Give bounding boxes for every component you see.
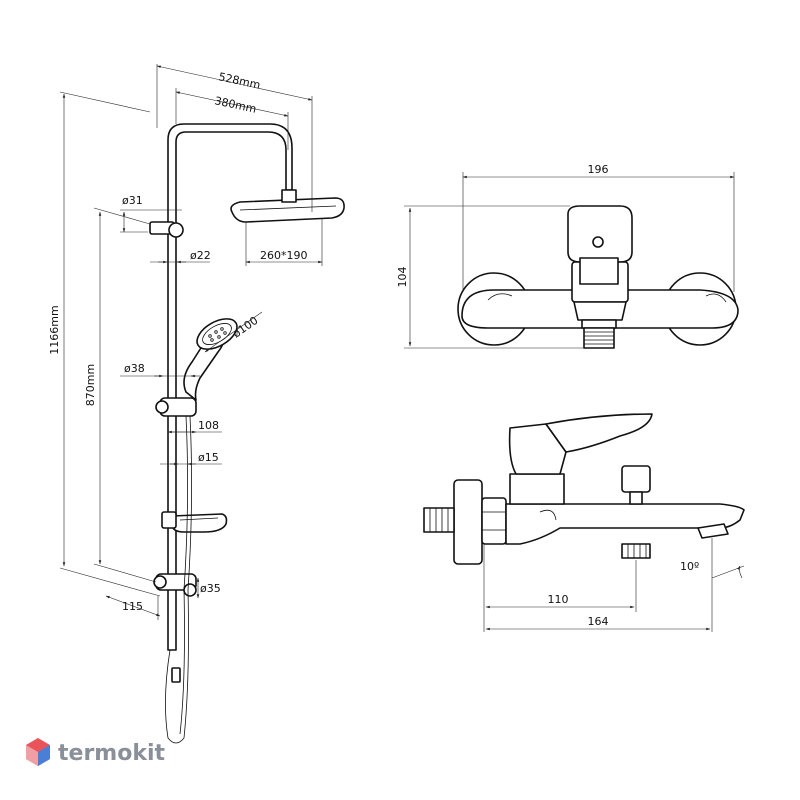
label-528mm: 528mm (217, 70, 261, 92)
label-10deg: 10º (680, 560, 699, 573)
label-d100: ø100 (230, 314, 260, 341)
label-870mm: 870mm (84, 364, 97, 406)
label-d22: ø22 (190, 249, 211, 262)
label-260x190: 260*190 (260, 249, 308, 262)
label-115: 115 (122, 600, 143, 613)
label-1166mm: 1166mm (48, 305, 61, 354)
label-d35: ø35 (200, 582, 221, 595)
label-d15: ø15 (198, 451, 219, 464)
label-d38: ø38 (124, 362, 145, 375)
label-196: 196 (588, 163, 609, 176)
mixer-front-drawing (404, 172, 738, 348)
label-d31: ø31 (122, 194, 143, 207)
shower-column-drawing (60, 64, 344, 743)
label-108: 108 (198, 419, 219, 432)
label-164: 164 (588, 615, 609, 628)
label-110: 110 (548, 593, 569, 606)
mixer-side-drawing (424, 414, 744, 632)
dimension-labels: 528mm 380mm 1166mm 870mm ø31 ø22 260*190… (48, 70, 699, 628)
brand-name: termokit (58, 741, 165, 766)
label-104: 104 (396, 267, 409, 288)
label-380mm: 380mm (213, 94, 257, 116)
brand-logo: termokit (26, 738, 165, 766)
